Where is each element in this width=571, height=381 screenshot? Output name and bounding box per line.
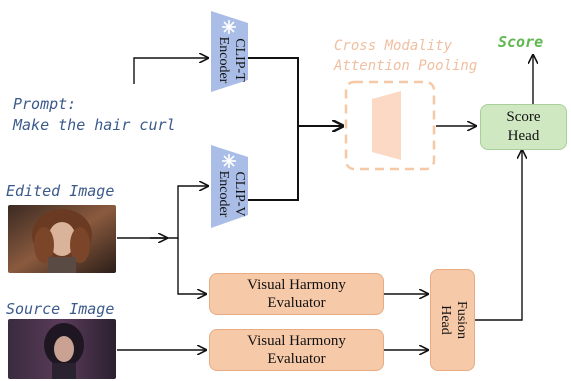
source-image-thumbnail	[8, 319, 116, 379]
score-label: Score	[498, 33, 544, 51]
clip-t-output-line	[248, 57, 299, 126]
clip-t-encoder-label: CLIP-T Encoder	[216, 36, 247, 84]
score-head-line1: Score	[506, 109, 541, 125]
evaluator-bottom-line1: Visual Harmony	[247, 333, 346, 349]
visual-harmony-evaluator-bottom: Visual Harmony Evaluator	[209, 329, 384, 371]
evaluator-bottom-line2: Evaluator	[267, 351, 326, 367]
clip-v-encoder: CLIP-V Encoder	[213, 154, 247, 234]
clip-v-output-line	[248, 126, 299, 201]
score-head-line2: Head	[507, 128, 540, 144]
evaluator-top-line2: Evaluator	[267, 295, 326, 311]
fusion-to-score-head-arrow	[475, 150, 522, 321]
fusion-head	[430, 269, 475, 371]
clip-t-encoder-shape	[211, 11, 248, 92]
evaluator-top-line1: Visual Harmony	[247, 277, 346, 293]
fusion-head-label: Fusion Head	[438, 300, 469, 340]
prompt-to-clip-t-arrow	[133, 58, 208, 84]
source-image-label: Source Image	[6, 300, 115, 318]
pooling-title-line1: Cross Modality	[334, 38, 453, 54]
pooling-title-line2: Attention Pooling	[334, 58, 478, 74]
prompt-text: Make the hair curl	[13, 116, 176, 134]
clip-v-encoder-shape	[211, 145, 248, 228]
edited-to-clip-v-arrow	[158, 186, 208, 239]
clip-v-encoder-label: CLIP-V Encoder	[216, 170, 247, 218]
edited-image-label: Edited Image	[6, 182, 115, 200]
fusion-head-text: Fusion Head	[435, 285, 469, 355]
prompt-label: Prompt:	[13, 95, 77, 113]
edited-to-evaluator-arrow	[177, 238, 206, 294]
attention-pooling-box	[344, 80, 436, 171]
attention-pooling-shape	[372, 91, 401, 160]
snowflake-icon	[222, 20, 236, 34]
clip-t-encoder: CLIP-T Encoder	[213, 20, 247, 100]
edited-image-thumbnail	[8, 205, 116, 273]
visual-harmony-evaluator-top: Visual Harmony Evaluator	[209, 273, 384, 315]
snowflake-icon	[222, 154, 236, 168]
score-head: Score Head	[480, 104, 567, 150]
